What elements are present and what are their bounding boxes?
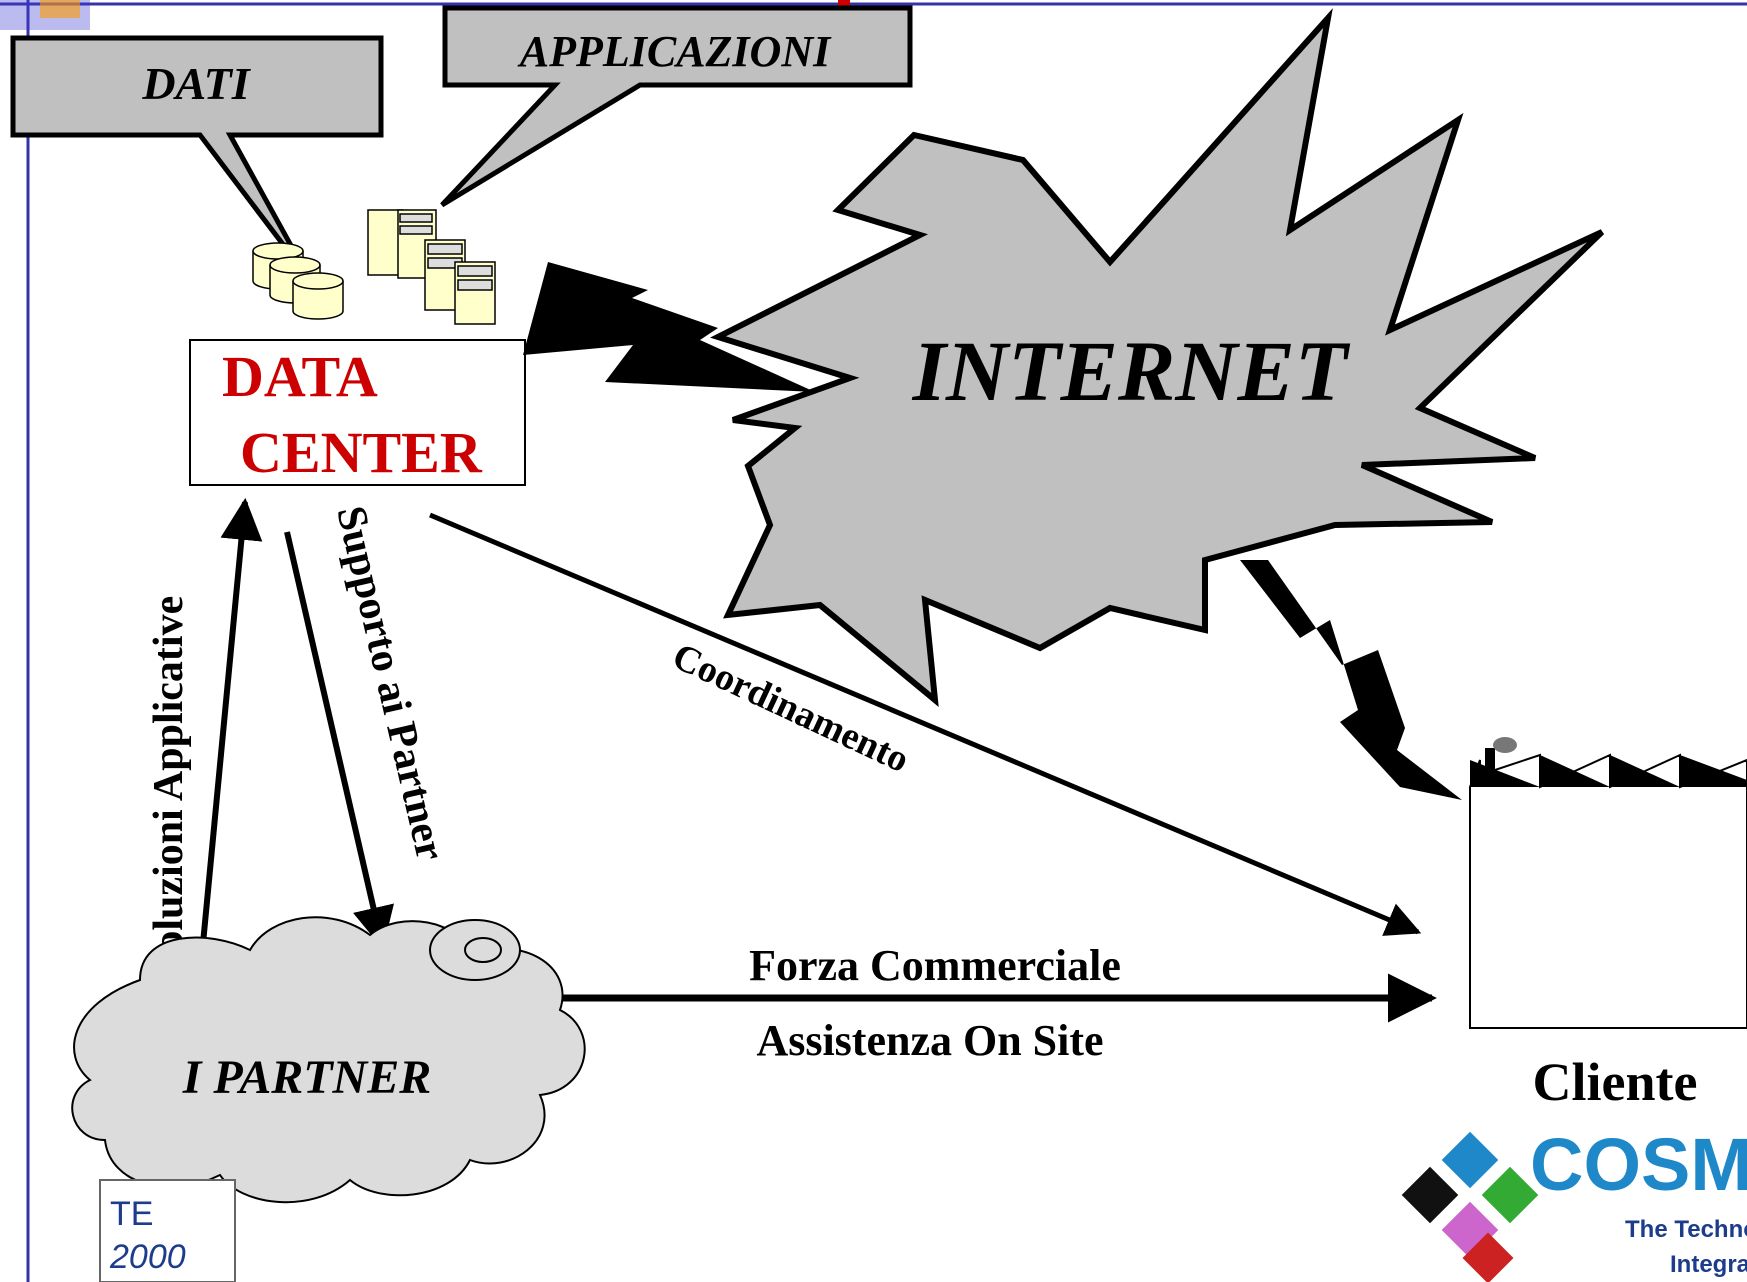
callout-applicazioni: APPLICAZIONI [440, 5, 913, 208]
arrow-supporto [284, 531, 394, 950]
supporto-label: Supporto ai Partner [327, 502, 453, 865]
coordinamento-label: Coordinamento [666, 635, 915, 781]
partner-label: I PARTNER [182, 1051, 431, 1104]
arrow-soluzioni [197, 497, 263, 976]
cosmic-logo-text: COSMIC [1530, 1123, 1747, 1206]
cliente-factory: Cliente [1469, 737, 1747, 1112]
lightning-icon [523, 262, 1462, 800]
soluzioni-label: Soluzioni Applicative [146, 596, 192, 975]
partner-cloud: I PARTNER [71, 916, 586, 1204]
data-center-box: DATA CENTER [189, 339, 526, 486]
cosmic-logo: COSMIC The Technology Integrator [1401, 1123, 1747, 1282]
internet-label: INTERNET [912, 323, 1351, 419]
server-icon [367, 209, 496, 325]
assistenza-label: Assistenza On Site [756, 1016, 1103, 1065]
data-center-line1: DATA [222, 344, 378, 409]
callout-applicazioni-label: APPLICAZIONI [517, 27, 832, 76]
cosmic-tagline-2: Integrator [1670, 1251, 1747, 1278]
callout-dati-label: DATI [141, 58, 251, 109]
corner-logo: TE 2000 [99, 1179, 236, 1282]
callout-dati: DATI [10, 35, 384, 282]
arrow-coordinamento [429, 512, 1422, 936]
database-icon [252, 242, 344, 320]
corner-logo-text-1: TE [110, 1195, 153, 1233]
forza-label: Forza Commerciale [749, 941, 1121, 990]
cosmic-tagline-1: The Technology [1625, 1216, 1747, 1243]
data-center-line2: CENTER [240, 420, 483, 485]
corner-logo-text-2: 2000 [109, 1238, 186, 1276]
internet-burst: INTERNET [710, 8, 1605, 707]
cliente-label: Cliente [1533, 1052, 1698, 1112]
